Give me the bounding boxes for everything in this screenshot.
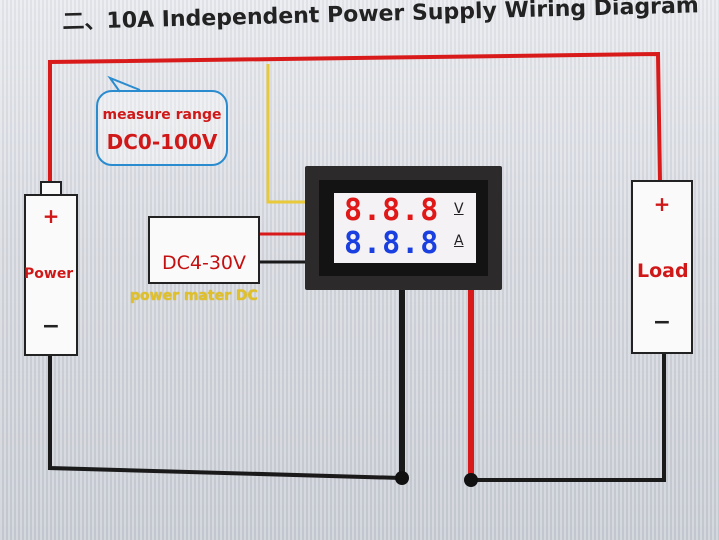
load-label: Load [637,260,689,282]
power-source: + Power − [24,194,78,356]
load-minus-sign: − [652,310,672,335]
load-plus-sign: + [653,192,671,216]
callout-range-label: measure range [102,107,222,123]
power-label: Power [24,266,74,282]
load: + Load − [631,180,693,354]
wire-negative-load [471,354,666,482]
voltage-unit: V [454,201,464,217]
current-unit: A [454,233,464,249]
voltmeter-ammeter: 8.8.8 V 8.8.8 A [305,166,502,290]
meter-power-supply: DC4-30V [148,216,260,284]
measure-range-callout: measure range DC0-100V [96,90,228,166]
callout-range-value: DC0-100V [106,130,218,154]
power-terminal-cap [40,181,62,194]
meter-bezel: 8.8.8 V 8.8.8 A [319,180,488,276]
wire-sense-yellow [266,64,305,204]
junction-dot [464,473,478,487]
voltage-readout: 8.8.8 [344,193,440,228]
wire-negative-power [48,356,402,480]
wire-positive-top [48,51,662,183]
current-readout: 8.8.8 [344,226,440,261]
power-plus-sign: + [42,204,60,228]
junction-dot [395,471,409,485]
meter-display: 8.8.8 V 8.8.8 A [334,193,476,263]
meter-power-supply-label: DC4-30V [161,252,246,274]
callout-tail [107,75,141,93]
meter-power-supply-caption: power mater DC [130,288,258,304]
power-minus-sign: − [41,314,61,339]
